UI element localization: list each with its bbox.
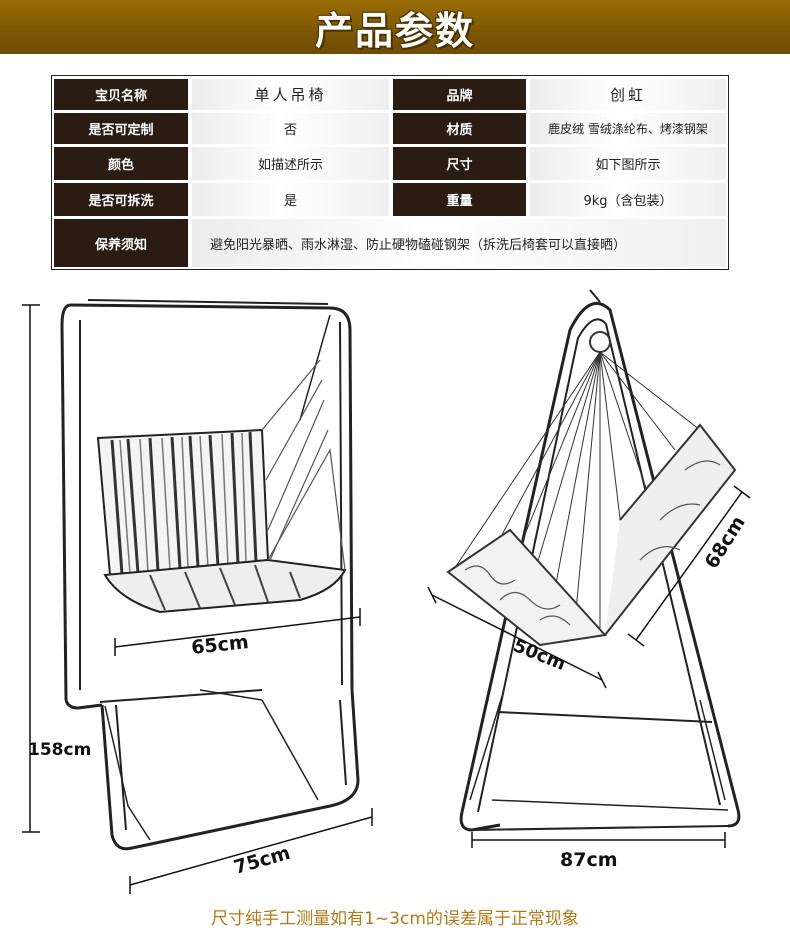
side-view-frame	[459, 289, 741, 832]
spec-row-care: 保养须知 避免阳光暴晒、雨水淋湿、防止硬物磕碰钢架（拆洗后椅套可以直接晒）	[54, 219, 726, 267]
spec-value: 是	[192, 183, 389, 216]
seat-depth-dimension-line	[427, 586, 607, 689]
spec-value: 9kg（含包装）	[530, 183, 726, 216]
base-width-dimension-line	[129, 808, 373, 894]
spec-value: 创虹	[530, 79, 726, 110]
seat-width-dimension-line	[114, 608, 361, 656]
side-base-dimension-line	[471, 832, 726, 848]
spec-row: 是否可定制 否 材质 鹿皮绒 雪绒涤纶布、烤漆钢架	[54, 113, 726, 144]
spec-value: 如下图所示	[530, 147, 726, 180]
spec-row: 颜色 如描述所示 尺寸 如下图所示	[54, 147, 726, 180]
height-dimension-line	[22, 304, 40, 833]
spec-label: 材质	[393, 113, 526, 144]
spec-label: 品牌	[393, 79, 526, 110]
front-view-seat	[96, 359, 347, 614]
spec-row: 宝贝名称 单人吊椅 品牌 创虹	[54, 79, 726, 110]
spec-label: 保养须知	[54, 219, 188, 267]
seat-height-label: 68cm	[701, 512, 750, 572]
spec-label: 是否可拆洗	[54, 183, 188, 216]
spec-value-care: 避免阳光暴晒、雨水淋湿、防止硬物磕碰钢架（拆洗后椅套可以直接晒）	[192, 219, 726, 267]
title-banner: 产品参数	[0, 0, 790, 54]
spec-label: 尺寸	[393, 147, 526, 180]
spec-table: 宝贝名称 单人吊椅 品牌 创虹 是否可定制 否 材质 鹿皮绒 雪绒涤纶布、烤漆钢…	[51, 75, 729, 270]
spec-label: 宝贝名称	[54, 79, 188, 110]
seat-width-label: 65cm	[190, 631, 250, 659]
seat-height-dimension-line	[627, 485, 751, 647]
footer-note: 尺寸纯手工测量如有1~3cm的误差属于正常现象	[211, 909, 579, 929]
front-view-frame	[60, 299, 360, 851]
spec-value: 鹿皮绒 雪绒涤纶布、烤漆钢架	[530, 113, 726, 144]
spec-label: 重量	[393, 183, 526, 216]
spec-value: 单人吊椅	[192, 79, 389, 110]
side-view-seat	[446, 331, 737, 647]
spec-label: 颜色	[54, 147, 188, 180]
banner-title: 产品参数	[314, 8, 475, 53]
side-base-label: 87cm	[560, 849, 618, 871]
spec-row: 是否可拆洗 是 重量 9kg（含包装）	[54, 183, 726, 216]
spec-value: 如描述所示	[192, 147, 389, 180]
height-label: 158cm	[28, 740, 91, 760]
spec-label: 是否可定制	[54, 113, 188, 144]
spec-value: 否	[192, 113, 389, 144]
